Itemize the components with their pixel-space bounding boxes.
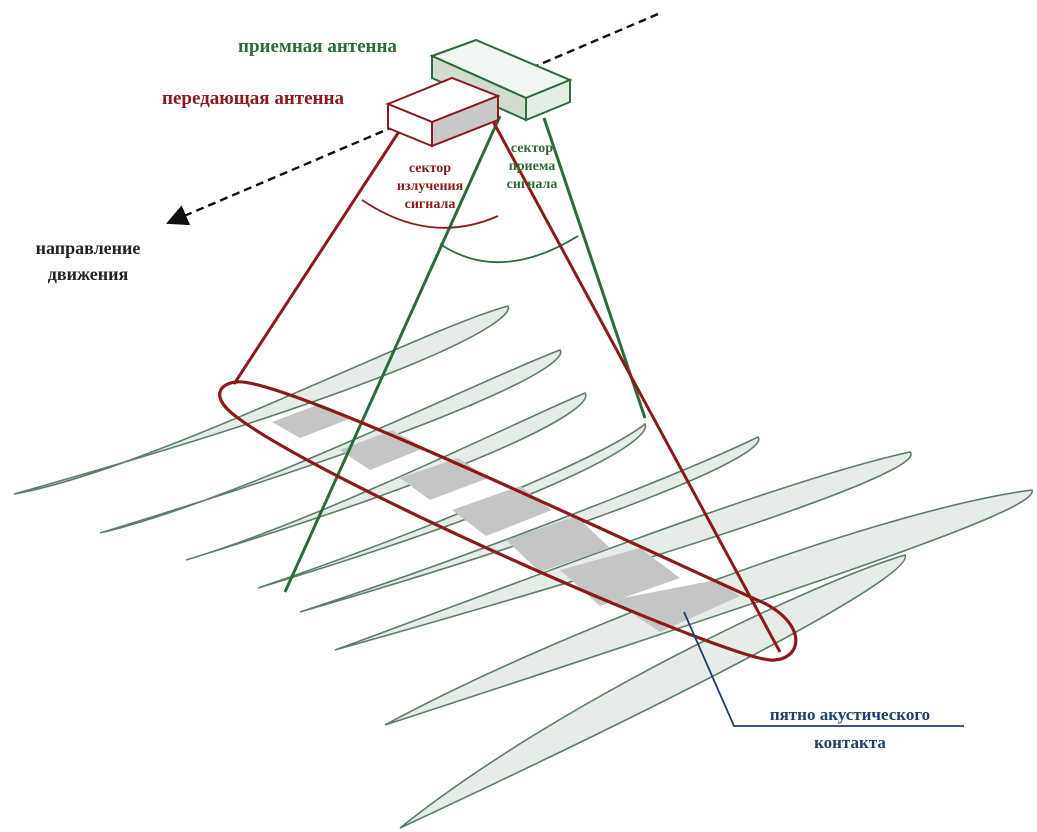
lobe-8 <box>399 554 907 829</box>
svg-text:сектор: сектор <box>511 141 553 156</box>
overlap-cell <box>452 486 552 536</box>
lobe-1 <box>13 305 510 495</box>
svg-text:сигнала: сигнала <box>507 177 558 192</box>
svg-text:приема: приема <box>509 159 556 174</box>
svg-text:сектор: сектор <box>409 161 451 176</box>
svg-text:движения: движения <box>48 264 129 284</box>
spot-leader-line <box>683 611 964 727</box>
reception-beam <box>283 115 647 593</box>
emission-beam <box>232 111 782 653</box>
emission-sector-arc <box>361 199 499 229</box>
svg-text:контакта: контакта <box>814 733 886 752</box>
lobe-6 <box>334 451 912 651</box>
transmitting-antenna-label: передающая антенна <box>162 88 344 109</box>
overlap-cell <box>400 458 488 500</box>
svg-text:излучения: излучения <box>397 179 464 194</box>
svg-text:направление: направление <box>36 238 141 258</box>
transmitting-antenna-box <box>385 76 501 148</box>
receiving-antenna-label: приемная антенна <box>238 36 397 57</box>
overlap-cell <box>560 548 680 606</box>
overlap-cell <box>506 516 610 572</box>
overlap-cell <box>340 430 424 470</box>
emission-sector-label: сектор излучения сигнала <box>397 161 464 212</box>
svg-text:пятно акустического: пятно акустического <box>770 705 930 724</box>
contact-spot-outline <box>218 380 798 662</box>
overlap-cell <box>612 580 740 632</box>
svg-text:сигнала: сигнала <box>405 197 456 212</box>
overlap-cell <box>272 404 352 438</box>
contact-spot-label: пятно акустического контакта <box>770 705 930 752</box>
motion-direction-label: направление движения <box>36 238 141 284</box>
reception-sector-label: сектор приема сигнала <box>507 141 558 192</box>
